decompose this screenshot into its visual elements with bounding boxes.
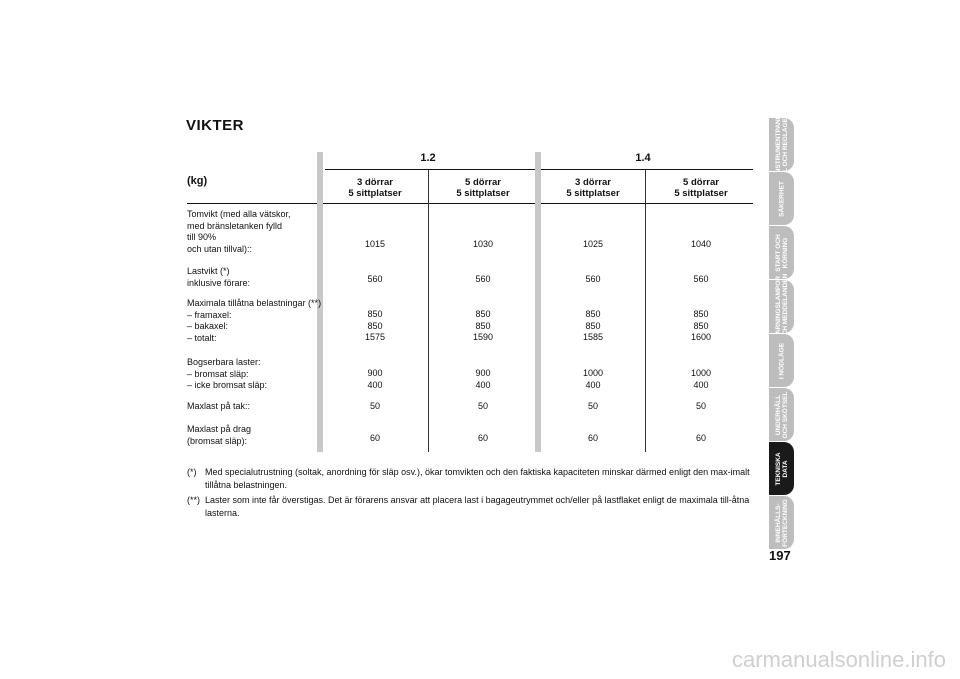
engine-label-1-4: 1.4	[635, 152, 651, 164]
row-label: Bogserbara laster:– bromsat släp:– icke …	[187, 357, 268, 390]
header-bottom-rule	[187, 203, 753, 204]
table-cell: 1030	[472, 239, 494, 249]
row-label: Maximala tillåtna belastningar (**)– fra…	[187, 298, 322, 343]
chapter-tab[interactable]: INNEHÅLLS-FÖRTECKNING	[769, 496, 794, 549]
table-cell: 560	[367, 274, 383, 284]
chapter-tab-label: SÄKERHET	[778, 180, 785, 217]
table-cell: 60	[369, 433, 380, 443]
row-label: Maxlast på drag(bromsat släp):	[187, 424, 252, 446]
table-cell: 560	[693, 274, 709, 284]
table-cell: 60	[695, 433, 706, 443]
chapter-tab[interactable]: I NÖDLÄGE	[769, 334, 794, 387]
footnote: (**)Laster som inte får överstigas. Det …	[187, 495, 750, 518]
column-divider	[645, 170, 646, 452]
column-divider	[428, 170, 429, 452]
table-cell: 560	[585, 274, 601, 284]
engine-label-1-2: 1.2	[420, 152, 436, 164]
table-cell: 1015	[364, 239, 386, 249]
chapter-tab-label: I NÖDLÄGE	[778, 342, 785, 379]
table-cell: 1025	[582, 239, 604, 249]
page-number: 197	[769, 548, 791, 563]
table-cell: 50	[369, 401, 380, 411]
divider-bar-left	[317, 152, 323, 452]
table-cell: 50	[695, 401, 706, 411]
unit-label: (kg)	[187, 175, 208, 187]
table-cell: 1040	[690, 239, 712, 249]
table-cell: 560	[475, 274, 491, 284]
chapter-tab-label: INNEHÅLLS-FÖRTECKNING	[774, 498, 789, 547]
table-cell: 60	[587, 433, 598, 443]
divider-bar-middle	[535, 152, 541, 452]
chapter-tab[interactable]: SÄKERHET	[769, 172, 794, 225]
page-title: VIKTER	[186, 117, 245, 134]
row-label: Lastvikt (*)inklusive förare:	[187, 266, 251, 288]
table-cell: 50	[477, 401, 488, 411]
watermark: carmanualsonline.info	[731, 647, 946, 672]
footnote: (*)Med specialutrustning (soltak, anordn…	[187, 467, 750, 490]
table-cell: 60	[477, 433, 488, 443]
table-cell: 50	[587, 401, 598, 411]
row-label: Tomvikt (med alla vätskor,med bränsletan…	[187, 209, 291, 254]
footnotes: (*)Med specialutrustning (soltak, anordn…	[187, 466, 757, 522]
row-label: Maxlast på tak::	[187, 401, 251, 411]
